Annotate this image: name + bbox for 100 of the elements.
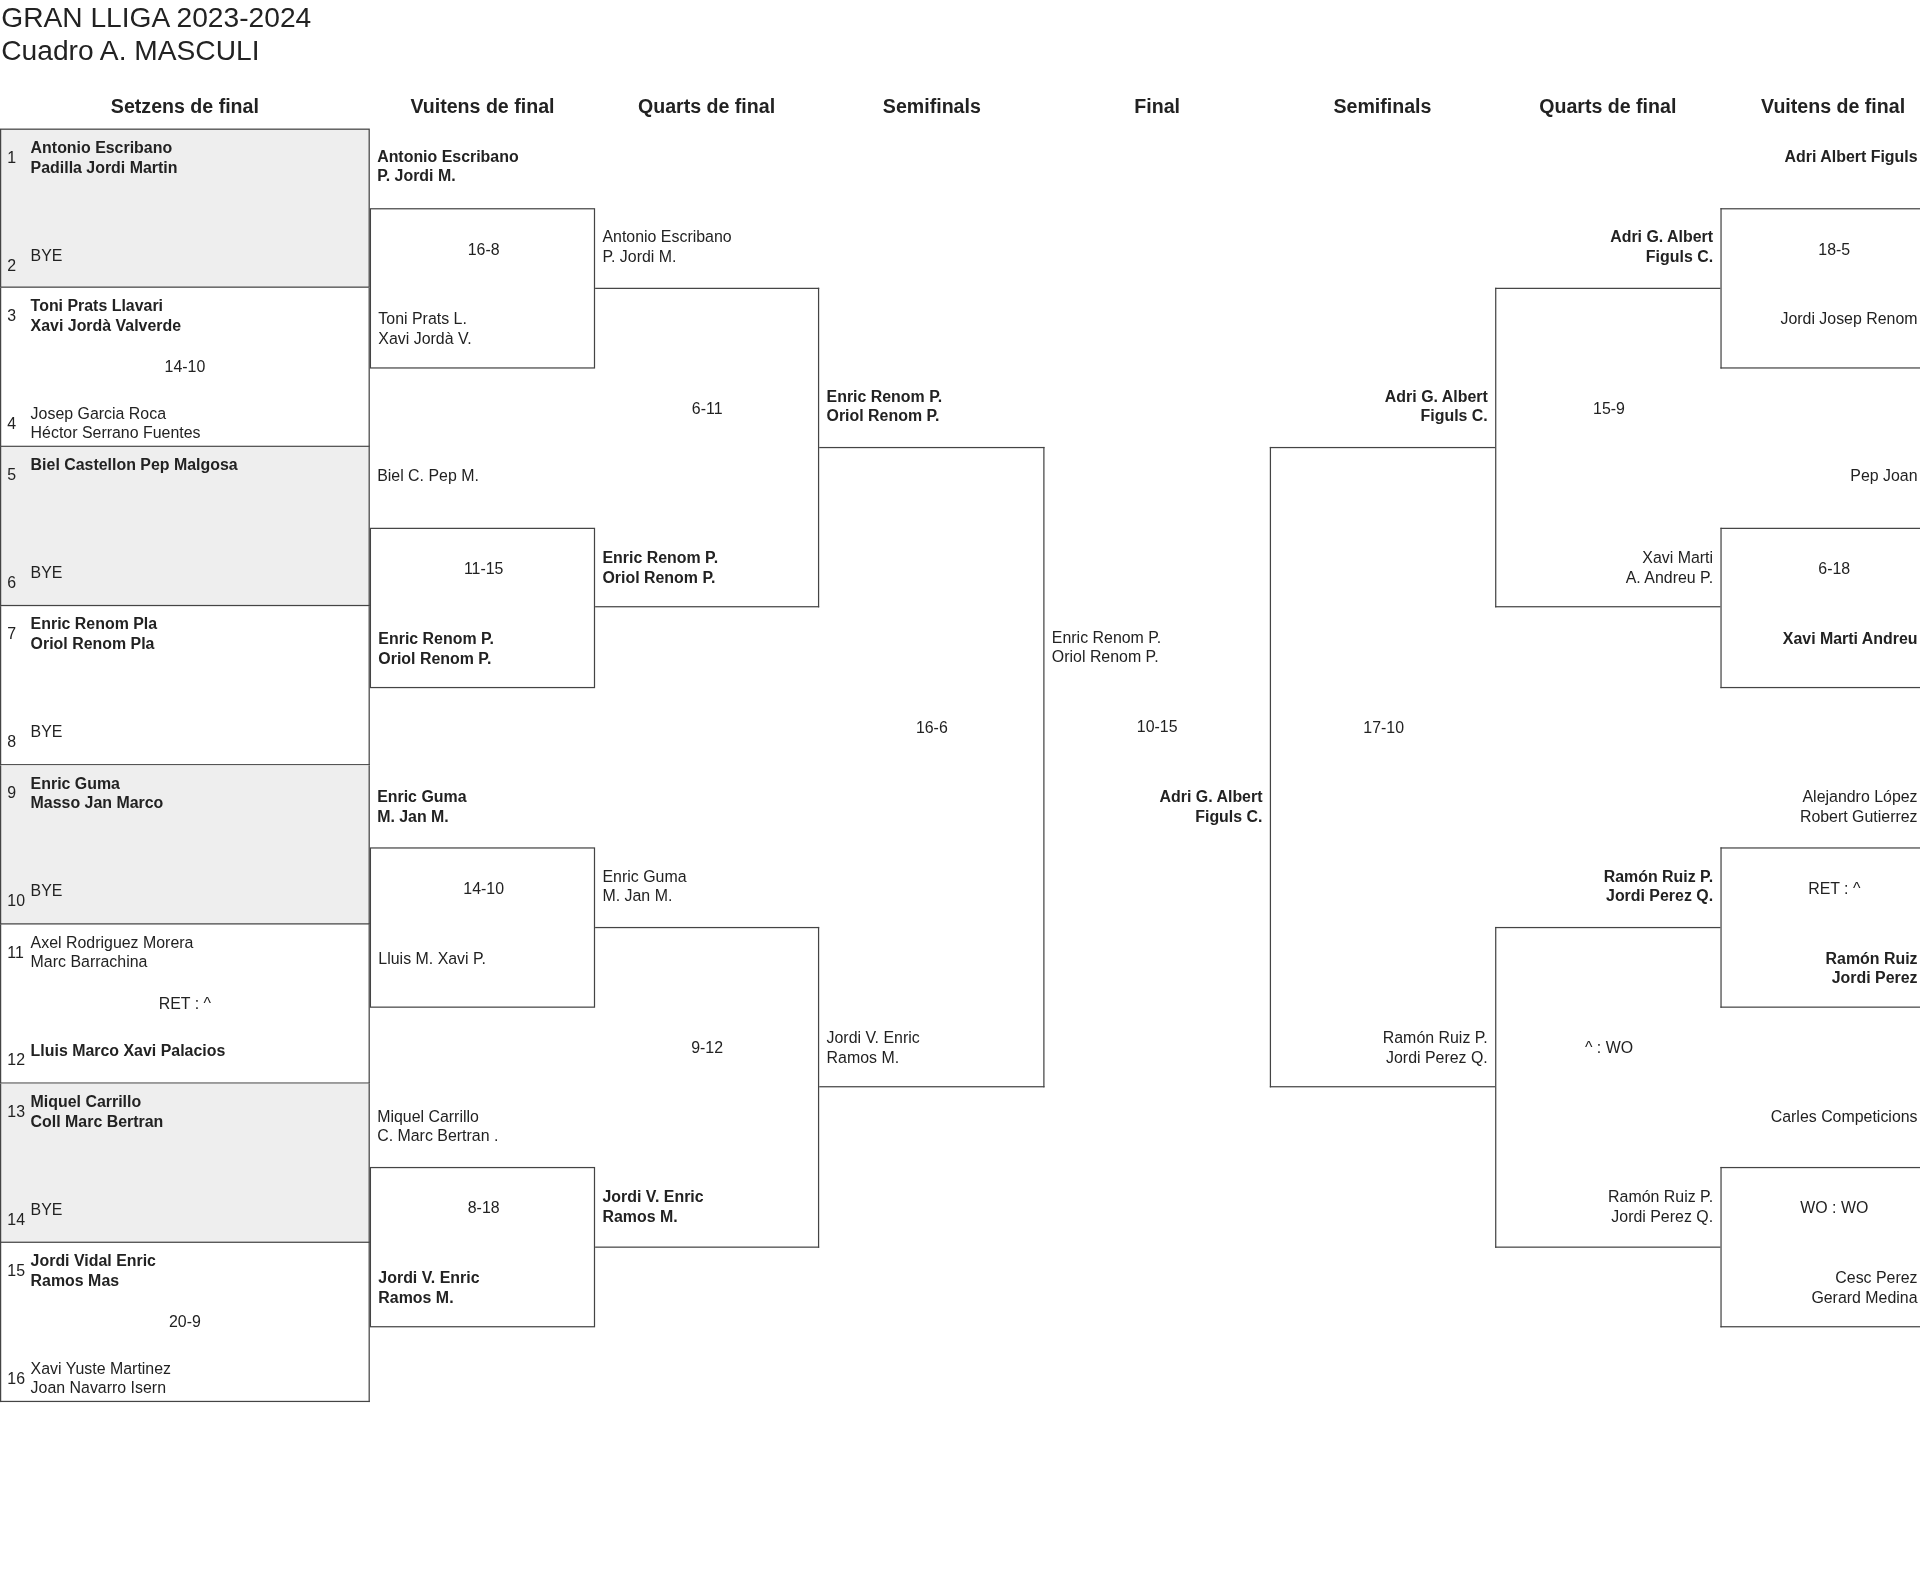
match-score: 8-18 <box>466 1198 501 1219</box>
match-score: RET : ^ <box>157 994 213 1014</box>
team-name: Ramón Ruiz P. Jordi Perez Q. <box>1602 866 1714 907</box>
team-name: Xavi Yuste Martinez Joan Navarro Isern <box>30 1359 172 1399</box>
match-score: WO : WO <box>1799 1198 1870 1219</box>
match-box <box>1269 446 1496 1088</box>
team-name: Adri G. Albert Figuls C. <box>1158 787 1263 827</box>
team-name: Ramón Ruiz Jordi Perez <box>1824 949 1918 989</box>
team-name: BYE <box>30 246 63 266</box>
round-heading: Vuitens de final <box>1760 95 1907 118</box>
match-score: ^ : WO <box>1583 1038 1635 1058</box>
match-score: 16-8 <box>466 240 501 260</box>
title: GRAN LLIGA 2023-2024 <box>1 1 312 35</box>
team-name: Enric Renom P. Oriol Renom P. <box>602 548 720 588</box>
seed-number: 6 <box>7 573 17 593</box>
match-box <box>0 128 370 288</box>
team-name: Toni Prats Llavari Xavi Jordà Valverde <box>30 296 183 336</box>
team-name: Lluis Marco Xavi Palacios <box>30 1040 226 1061</box>
round-heading: Setzens de final <box>109 95 260 118</box>
match-score: 15-9 <box>1592 399 1626 419</box>
match-box <box>369 1166 596 1328</box>
seed-number: 16 <box>7 1369 26 1389</box>
team-name: Cesc Perez Gerard Medina <box>1810 1268 1918 1308</box>
team-name: Adri G. Albert Figuls C. <box>1609 227 1714 267</box>
match-score: 6-18 <box>1817 559 1852 580</box>
team-name: Enric Renom P. Oriol Renom P. <box>826 386 944 427</box>
team-name: Carles Competicions <box>1770 1106 1918 1127</box>
match-score: RET : ^ <box>1807 879 1862 899</box>
team-name: Biel C. Pep M. <box>377 466 479 487</box>
team-name: Biel Castellon Pep Malgosa <box>30 455 238 476</box>
match-score: 11-15 <box>462 559 505 580</box>
match-score: 9-12 <box>690 1038 725 1058</box>
team-name: Miquel Carrillo C. Marc Bertran . <box>377 1106 500 1147</box>
seed-number: 15 <box>7 1261 26 1281</box>
team-name: Josep Garcia Roca Héctor Serrano Fuentes <box>30 404 202 444</box>
round-heading: Final <box>1133 95 1181 118</box>
team-name: Enric Guma M. Jan M. <box>377 787 468 827</box>
team-name: BYE <box>30 1200 63 1220</box>
team-name: BYE <box>30 722 63 743</box>
match-box <box>0 765 370 925</box>
team-name: Alejandro López Robert Gutierrez <box>1798 787 1918 827</box>
seed-number: 3 <box>7 306 17 326</box>
match-box <box>595 926 820 1248</box>
round-heading: Vuitens de final <box>409 95 556 118</box>
team-name: Antonio Escribano P. Jordi M. <box>377 146 520 187</box>
team-name: Pep Joan <box>1850 466 1918 487</box>
seed-number: 4 <box>7 413 17 434</box>
match-score: 6-11 <box>690 399 724 419</box>
match-score: 14-10 <box>462 879 506 899</box>
seed-number: 5 <box>7 465 17 485</box>
round-heading: Semifinals <box>1332 95 1433 118</box>
team-name: Ramón Ruiz P. Jordi Perez Q. <box>1381 1028 1488 1068</box>
match-box <box>0 1242 370 1403</box>
round-heading: Quarts de final <box>636 95 777 118</box>
seed-number: 13 <box>7 1102 26 1122</box>
round-heading: Semifinals <box>881 95 982 118</box>
team-name: Xavi Marti A. Andreu P. <box>1624 548 1714 588</box>
seed-number: 9 <box>7 783 17 804</box>
team-name: Toni Prats L. Xavi Jordà V. <box>378 309 473 349</box>
team-name: Enric Renom P. Oriol Renom P. <box>1051 628 1163 668</box>
team-name: Lluis M. Xavi P. <box>378 949 487 969</box>
team-name: Antonio Escribano Padilla Jordi Martin <box>30 138 179 178</box>
team-name: BYE <box>30 563 63 583</box>
seed-number: 8 <box>7 732 17 752</box>
team-name: Enric Guma M. Jan M. <box>602 866 688 907</box>
match-box <box>369 208 596 369</box>
team-name: Ramón Ruiz P. Jordi Perez Q. <box>1607 1187 1714 1227</box>
match-score: 16-6 <box>914 718 949 739</box>
team-name: Adri Albert Figuls <box>1784 146 1918 167</box>
team-name: Enric Renom Pla Oriol Renom Pla <box>30 614 159 654</box>
team-name: Antonio Escribano P. Jordi M. <box>602 227 733 267</box>
team-name: Enric Renom P. Oriol Renom P. <box>378 629 495 669</box>
match-score: 20-9 <box>167 1312 202 1333</box>
seed-number: 10 <box>7 891 26 912</box>
team-name: Xavi Marti Andreu <box>1782 629 1918 649</box>
match-score: 14-10 <box>163 357 207 378</box>
team-name: Jordi Vidal Enric Ramos Mas <box>30 1251 157 1291</box>
seed-number: 2 <box>7 255 17 276</box>
match-score: 17-10 <box>1362 718 1406 739</box>
seed-number: 7 <box>7 624 17 645</box>
match-box <box>369 527 596 689</box>
team-name: Jordi V. Enric Ramos M. <box>602 1187 705 1227</box>
round-heading: Quarts de final <box>1538 95 1678 118</box>
subtitle: Cuadro A. MASCULI <box>1 34 260 68</box>
seed-number: 11 <box>7 942 24 963</box>
team-name: Enric Guma Masso Jan Marco <box>30 773 165 814</box>
seed-number: 14 <box>7 1209 26 1230</box>
match-score: 18-5 <box>1817 240 1852 260</box>
team-name: Jordi V. Enric Ramos M. <box>826 1028 921 1068</box>
seed-number: 1 <box>7 148 17 168</box>
team-name: Miquel Carrillo Coll Marc Bertran <box>30 1092 165 1132</box>
team-name: BYE <box>30 881 63 902</box>
match-box <box>369 847 596 1008</box>
match-box <box>0 446 370 607</box>
team-name: Adri G. Albert Figuls C. <box>1383 386 1488 427</box>
team-name: Jordi V. Enric Ramos M. <box>378 1268 481 1308</box>
team-name: Jordi Josep Renom <box>1780 309 1918 330</box>
match-box <box>0 1083 370 1243</box>
seed-number: 12 <box>7 1050 26 1071</box>
match-score: 10-15 <box>1135 717 1179 738</box>
